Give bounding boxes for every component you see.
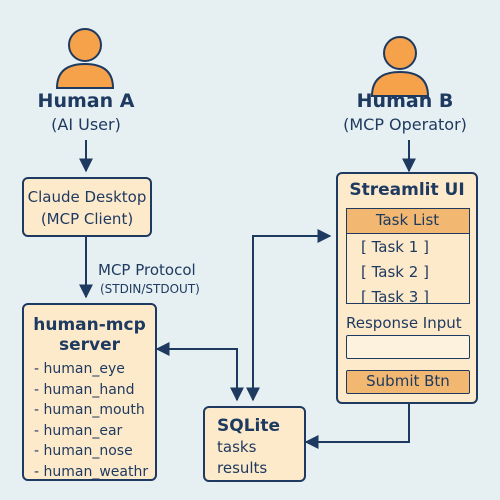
human-b-role: (MCP Operator)	[343, 115, 467, 134]
claude-desktop-label: Claude Desktop	[27, 188, 147, 206]
task-item[interactable]: [ Task 3 ]	[361, 288, 429, 306]
protocol-sublabel: (STDIN/STDOUT)	[100, 282, 200, 296]
protocol-label: MCP Protocol	[98, 261, 196, 279]
streamlit-title: Streamlit UI	[349, 180, 465, 200]
response-input-field[interactable]	[346, 335, 470, 359]
task-list-header: Task List	[345, 207, 470, 234]
response-input-label: Response Input	[346, 314, 462, 332]
task-items: [ Task 1 ] [ Task 2 ] [ Task 3 ]	[361, 235, 429, 310]
server-box: human-mcp server - human_eye - human_han…	[22, 303, 157, 481]
tool-item: - human_ear	[34, 422, 123, 439]
person-icon	[55, 28, 115, 89]
tool-item: - human_eye	[34, 361, 125, 377]
sqlite-box: SQLite tasks results	[203, 406, 306, 482]
arrow-streamlit-to-sqlite	[304, 404, 410, 449]
arrow-server-sqlite	[155, 342, 244, 402]
claude-desktop-sublabel: (MCP Client)	[40, 210, 134, 228]
human-a-name: Human A	[37, 90, 135, 112]
arrow-sqlite-streamlit	[246, 229, 332, 402]
tool-item: - human_mouth	[34, 402, 145, 418]
human-b-name: Human B	[356, 90, 454, 112]
tool-item: - human_nose	[34, 443, 133, 459]
sqlite-item: results	[217, 459, 268, 477]
sqlite-item: tasks	[217, 438, 257, 456]
human-a-role: (AI User)	[51, 115, 121, 134]
claude-desktop-box: Claude Desktop (MCP Client)	[22, 177, 152, 237]
server-title: human-mcp	[33, 315, 146, 335]
task-item[interactable]: [ Task 2 ]	[361, 263, 429, 281]
tool-list: - human_eye - human_hand - human_mouth -…	[24, 359, 155, 482]
streamlit-ui-box: Streamlit UI Task List [ Task 1 ] [ Task…	[336, 172, 478, 404]
person-icon	[370, 36, 430, 97]
task-list-panel: Task List [ Task 1 ] [ Task 2 ] [ Task 3…	[345, 207, 470, 306]
sqlite-title: SQLite	[217, 416, 281, 436]
server-subtitle: server	[58, 335, 121, 355]
tool-item: - human_weathr	[34, 463, 149, 480]
tool-item: - human_hand	[34, 381, 135, 398]
task-item[interactable]: [ Task 1 ]	[361, 238, 429, 256]
submit-button[interactable]: Submit Btn	[346, 370, 470, 394]
